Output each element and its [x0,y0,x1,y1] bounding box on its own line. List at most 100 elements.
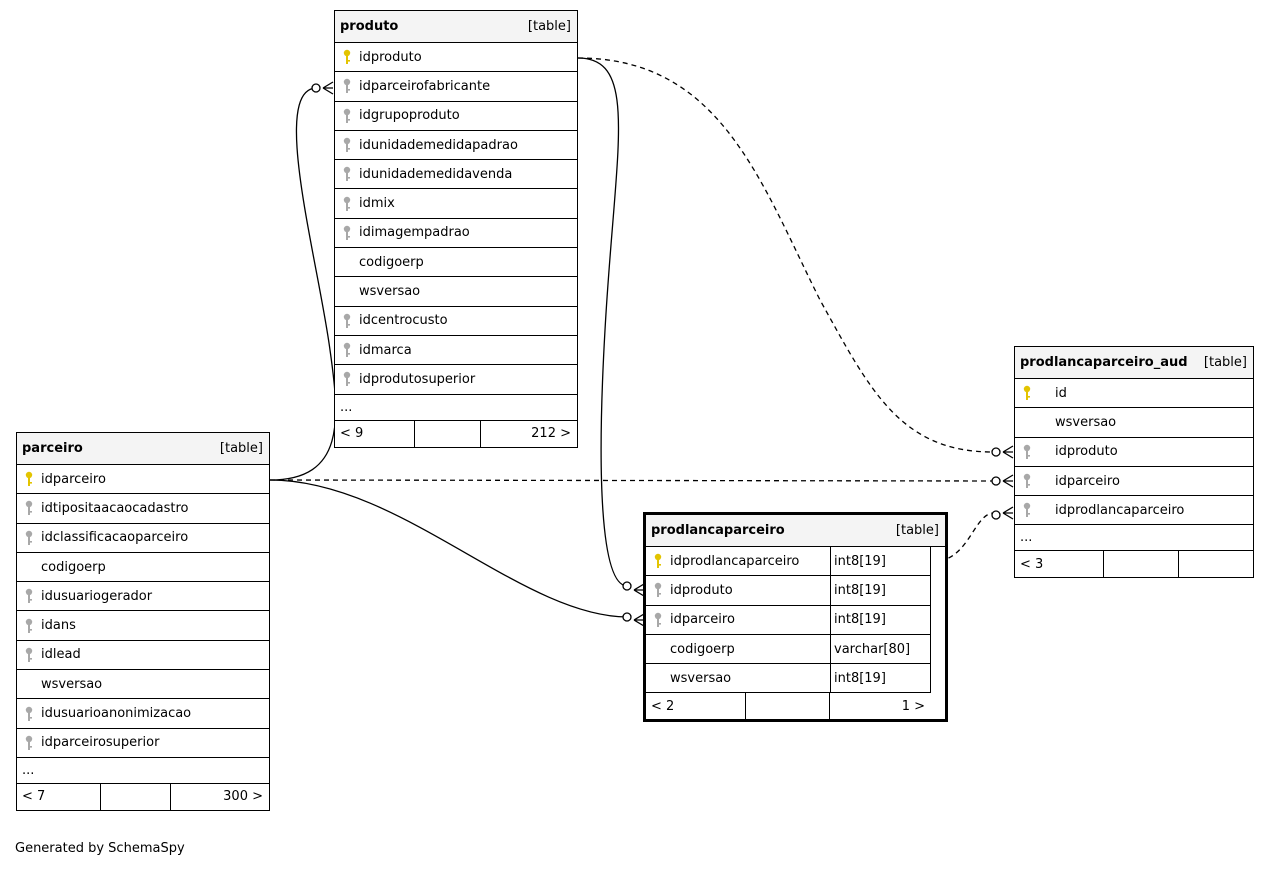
column-row[interactable]: idparceirosuperior [17,729,269,758]
column-name: codigoerp [41,559,106,575]
column-name: idusuariogerador [41,588,153,604]
more-columns[interactable]: ... [335,395,577,421]
column-name: idgrupoproduto [359,108,460,124]
table-name: produto [340,19,399,34]
column-row[interactable]: wsversao [335,277,577,307]
column-row[interactable]: idmix [335,189,577,219]
column-row[interactable]: idcentrocusto [335,307,577,336]
column-row[interactable]: idusuariogerador [17,582,269,612]
table-prodlancaparceiro[interactable]: prodlancaparceiro [table] idprodlancapar… [643,512,948,723]
foreign-key-icon [343,108,359,124]
column-row[interactable]: idprodlancaparceiro [1015,496,1253,526]
column-cell: idusuariogerador [17,582,269,610]
table-footer: < 3 [1015,551,1253,578]
column-row[interactable]: idtipositaacaocadastro [17,494,269,524]
children-count[interactable]: 1 > [901,698,925,714]
table-header[interactable]: parceiro [table] [17,433,269,465]
row-count [101,783,171,810]
column-cell: wsversao [17,670,269,698]
column-cell: idcentrocusto [335,307,577,335]
column-row[interactable]: id [1015,379,1253,409]
column-row[interactable]: codigoerp [335,248,577,278]
column-cell: idprodutosuperior [335,365,577,393]
parents-count[interactable]: < 7 [17,783,101,810]
column-row[interactable]: idproduto [335,43,577,73]
foreign-key-icon [1023,473,1055,489]
column-row[interactable]: idimagempadrao [335,219,577,249]
column-cell: idmarca [335,336,577,364]
column-row[interactable]: idproduto [1015,438,1253,467]
generated-by-credit: Generated by SchemaSpy [15,841,185,856]
column-row[interactable]: wsversao [1015,408,1253,438]
table-header[interactable]: produto [table] [335,11,577,43]
table-header[interactable]: prodlancaparceiro_aud [table] [1015,347,1253,379]
column-name: idcentrocusto [359,313,448,329]
column-name: idparceiro [670,612,735,628]
children-count[interactable]: 300 > [223,789,263,805]
parents-count[interactable]: < 2 [646,693,746,720]
crowfoot [633,583,645,597]
foreign-key-icon [343,225,359,241]
foreign-key-icon [343,166,359,182]
column-cell: idproduto [335,43,577,71]
more-columns[interactable]: ... [1015,525,1253,552]
edge-parceiro-prodlancaparceiro [269,479,628,618]
column-row[interactable]: idparceirofabricante [335,72,577,102]
row-count [415,420,481,447]
column-name: idprodlancaparceiro [670,553,800,569]
children-count[interactable] [1179,551,1253,577]
table-type-tag: [table] [1203,355,1247,370]
crowfoot [1002,445,1014,459]
column-cell: idmix [335,189,577,217]
children-count[interactable]: 212 > [531,426,571,442]
table-header[interactable]: prodlancaparceiro [table] [646,515,945,547]
column-row[interactable]: codigoerp varchar[80] [646,634,930,665]
column-name: idparceiro [1055,473,1120,489]
column-row[interactable]: wsversao [17,670,269,700]
column-row[interactable]: idgrupoproduto [335,102,577,131]
column-type: varchar[80] [830,634,930,664]
table-name: prodlancaparceiro [651,523,785,538]
column-row[interactable]: idlead [17,641,269,671]
column-row[interactable]: idusuarioanonimizacao [17,699,269,729]
foreign-key-icon [654,612,670,628]
column-cell: codigoerp [646,635,830,663]
column-row[interactable]: idparceiro [17,465,269,495]
column-row[interactable]: idans [17,611,269,641]
foreign-key-icon [343,196,359,212]
edge-prodlancaparceiro-aud [939,512,995,562]
column-name: wsversao [1055,414,1117,430]
foreign-key-icon [1023,502,1055,518]
foreign-key-icon [343,342,359,358]
row-count [746,693,830,720]
more-columns[interactable]: ... [17,758,269,784]
table-footer: < 9 212 > [335,420,577,447]
column-cell: idprodlancaparceiro [646,547,830,575]
column-name: idparceirofabricante [359,78,491,94]
table-prodlancaparceiro-aud[interactable]: prodlancaparceiro_aud [table] id wsversao… [1014,346,1254,579]
edge-produto-aud [577,57,994,453]
column-row[interactable]: idprodutosuperior [335,365,577,395]
table-produto[interactable]: produto [table] idproduto idparceirofabri… [334,10,578,448]
column-row[interactable]: idunidademedidavenda [335,160,577,190]
column-row[interactable]: idmarca [335,336,577,366]
column-name: codigoerp [670,641,735,657]
edge-parceiro-produto [269,87,337,481]
crowfoot [1002,474,1014,488]
column-name: wsversao [670,670,732,686]
column-row[interactable]: idclassificacaoparceiro [17,524,269,553]
column-row[interactable]: idparceiro [1015,467,1253,497]
foreign-key-icon [25,500,41,516]
column-row[interactable]: idunidademedidapadrao [335,131,577,161]
column-row[interactable]: codigoerp [17,553,269,583]
parents-count[interactable]: < 9 [335,420,415,447]
foreign-key-icon [25,647,41,663]
column-cell: idparceiro [17,465,269,493]
parents-count[interactable]: < 3 [1015,551,1104,578]
